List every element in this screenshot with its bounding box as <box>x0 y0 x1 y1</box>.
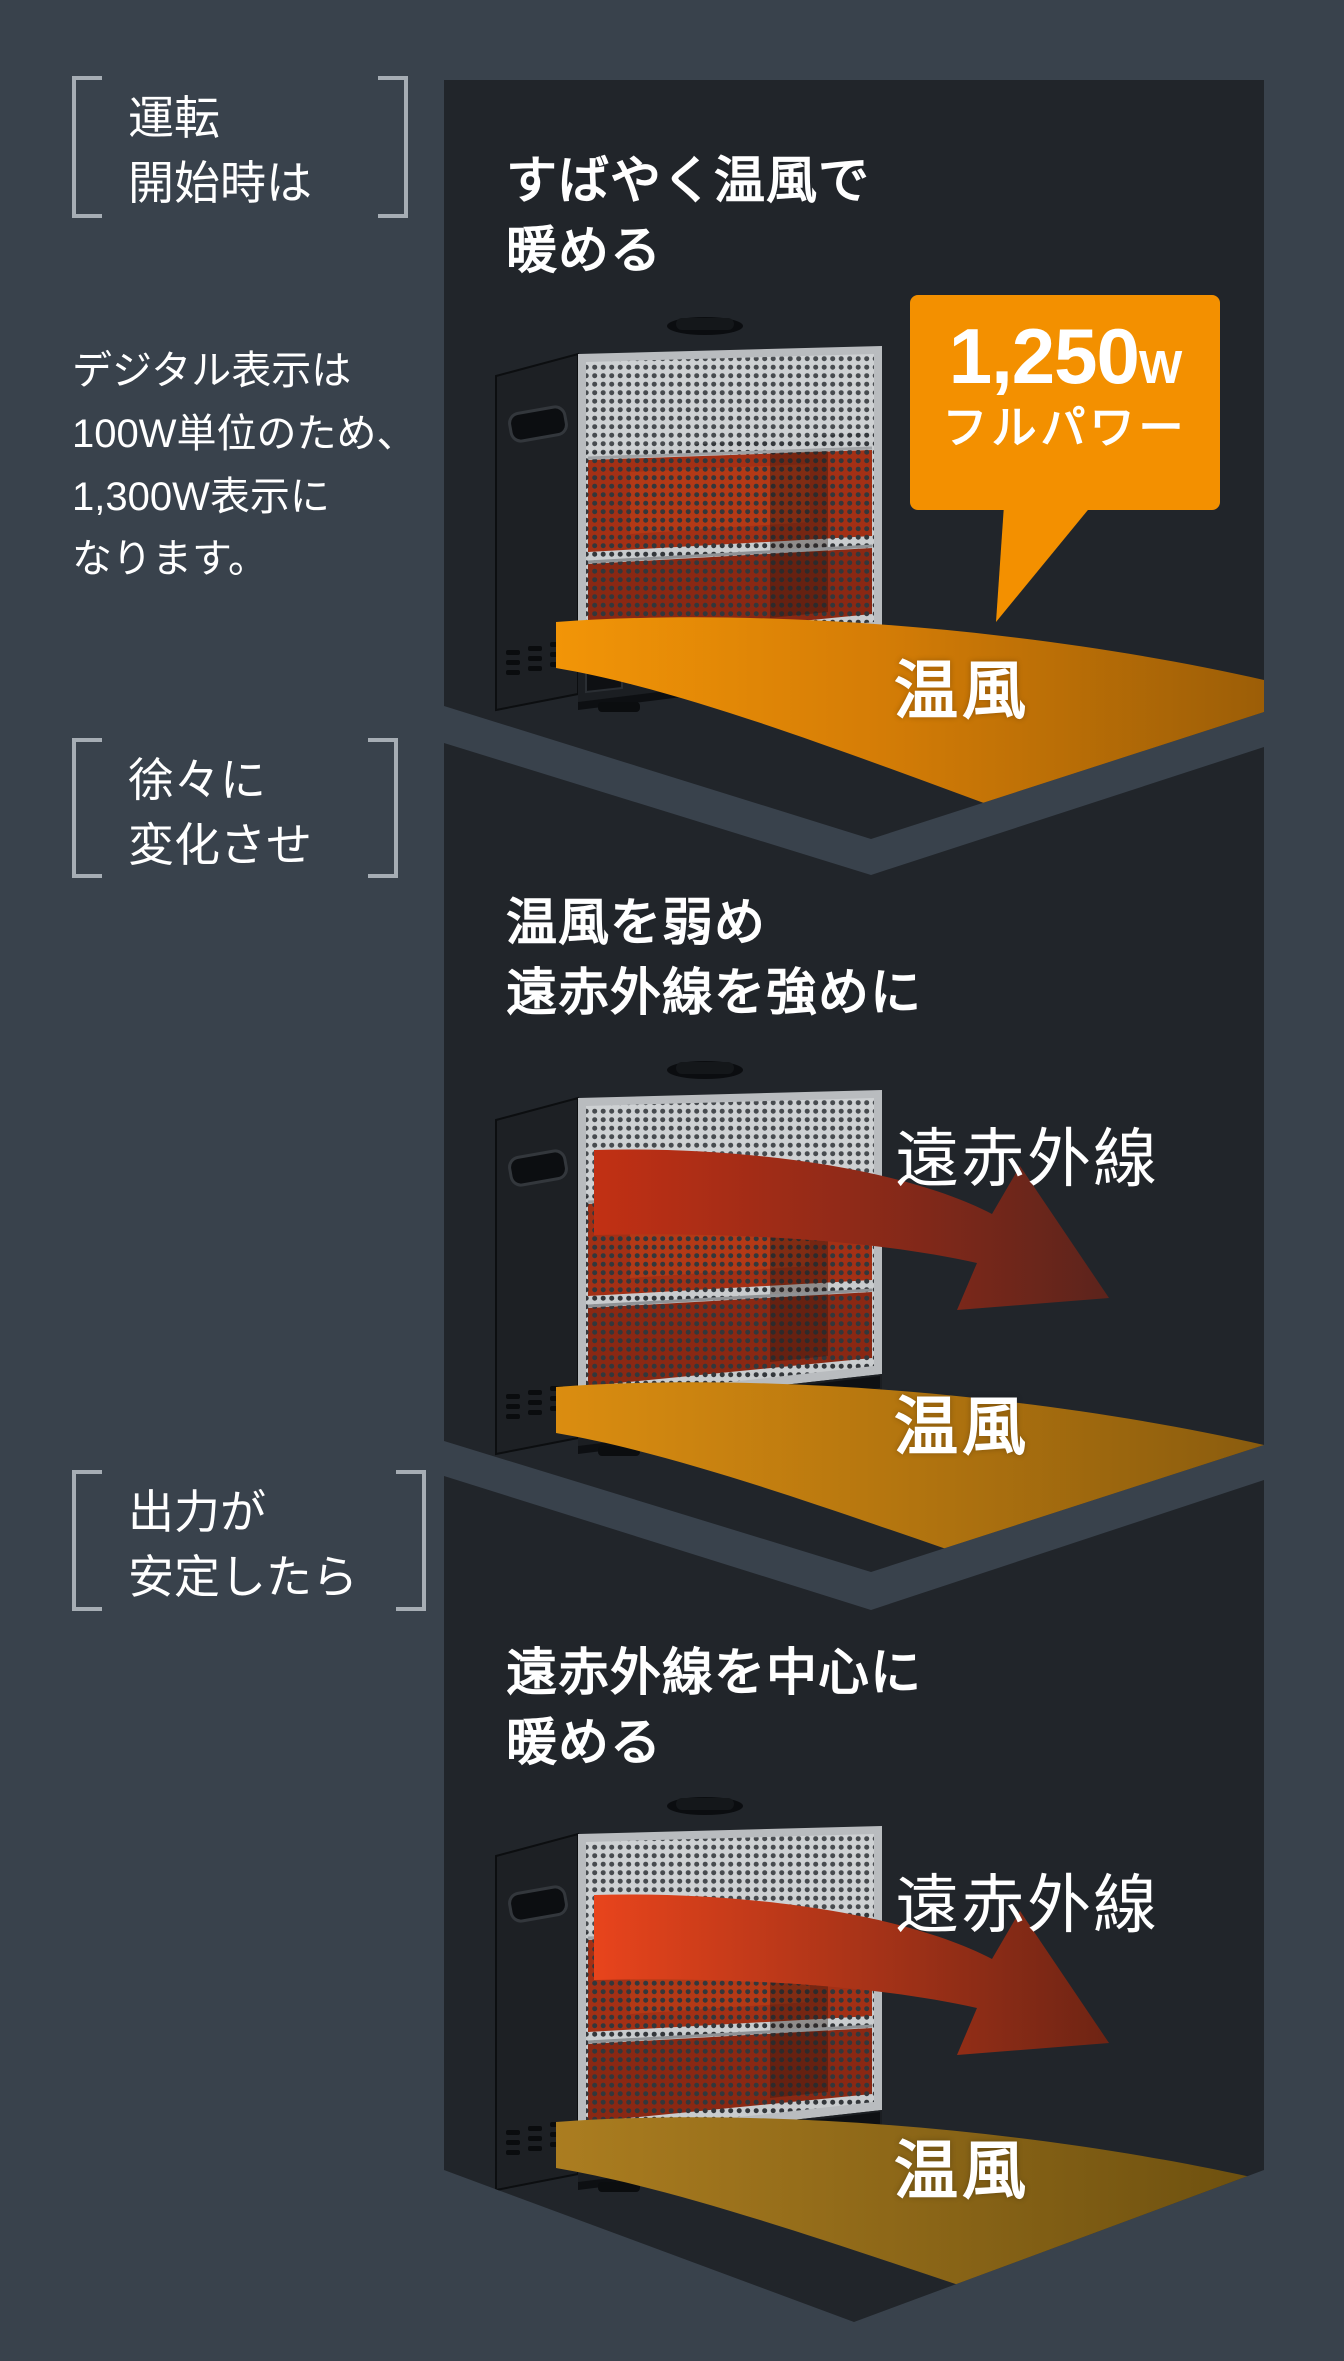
section-transition: 温風を弱め 遠赤外線を強めに 遠赤外線 温風 <box>444 743 1264 1572</box>
digital-display-note: デジタル表示は 100W単位のため、 1,300W表示に なります。 <box>72 349 417 582</box>
step-label-operation-start: 運転 開始時は <box>72 76 408 218</box>
far-infrared-arrow-icon <box>594 1894 1109 2055</box>
section-title: 遠赤外線を中心に 暖める <box>506 1644 923 1772</box>
warm-air-label: 温風 <box>894 655 1030 727</box>
bracket-left-icon <box>72 1470 102 1611</box>
full-power-badge: 1,250W フルパワー <box>910 295 1220 510</box>
section-title: すばやく温風で 暖める <box>506 152 871 280</box>
far-infrared-label: 遠赤外線 <box>895 1123 1159 1195</box>
section2-arrows <box>556 1149 1264 1572</box>
bracket-right-icon <box>396 1470 426 1611</box>
far-infrared-arrow-icon <box>594 1149 1109 1310</box>
bracket-left-icon <box>72 738 102 878</box>
step-label-text: 徐々に 変化させ <box>128 754 312 872</box>
section-far-infrared-main: 遠赤外線を中心に 暖める 遠赤外線 温風 <box>444 1476 1264 2322</box>
warm-air-arrow-icon <box>556 1382 1264 1572</box>
section-title: 温風を弱め 遠赤外線を強めに <box>506 894 923 1022</box>
step-label-text: 運転 開始時は <box>128 92 312 210</box>
badge-unit: W <box>1138 341 1182 393</box>
badge-pointer-icon <box>996 505 1092 622</box>
step-label-output-stable: 出力が 安定したら <box>72 1470 426 1611</box>
step-label-text: 出力が 安定したら <box>128 1486 358 1604</box>
warm-air-label: 温風 <box>894 1391 1030 1463</box>
badge-wattage: 1,250 <box>948 312 1140 400</box>
warm-air-label: 温風 <box>894 2135 1030 2207</box>
bracket-right-icon <box>368 738 398 878</box>
bracket-left-icon <box>72 76 102 218</box>
step-label-gradual-change: 徐々に 変化させ <box>72 738 398 878</box>
section-warm-air-start: すばやく温風で 暖める 1,250W フルパワー 温風 <box>444 80 1264 839</box>
badge-subtext: フルパワー <box>942 402 1188 453</box>
bracket-right-icon <box>378 76 408 218</box>
far-infrared-label: 遠赤外線 <box>895 1869 1159 1941</box>
